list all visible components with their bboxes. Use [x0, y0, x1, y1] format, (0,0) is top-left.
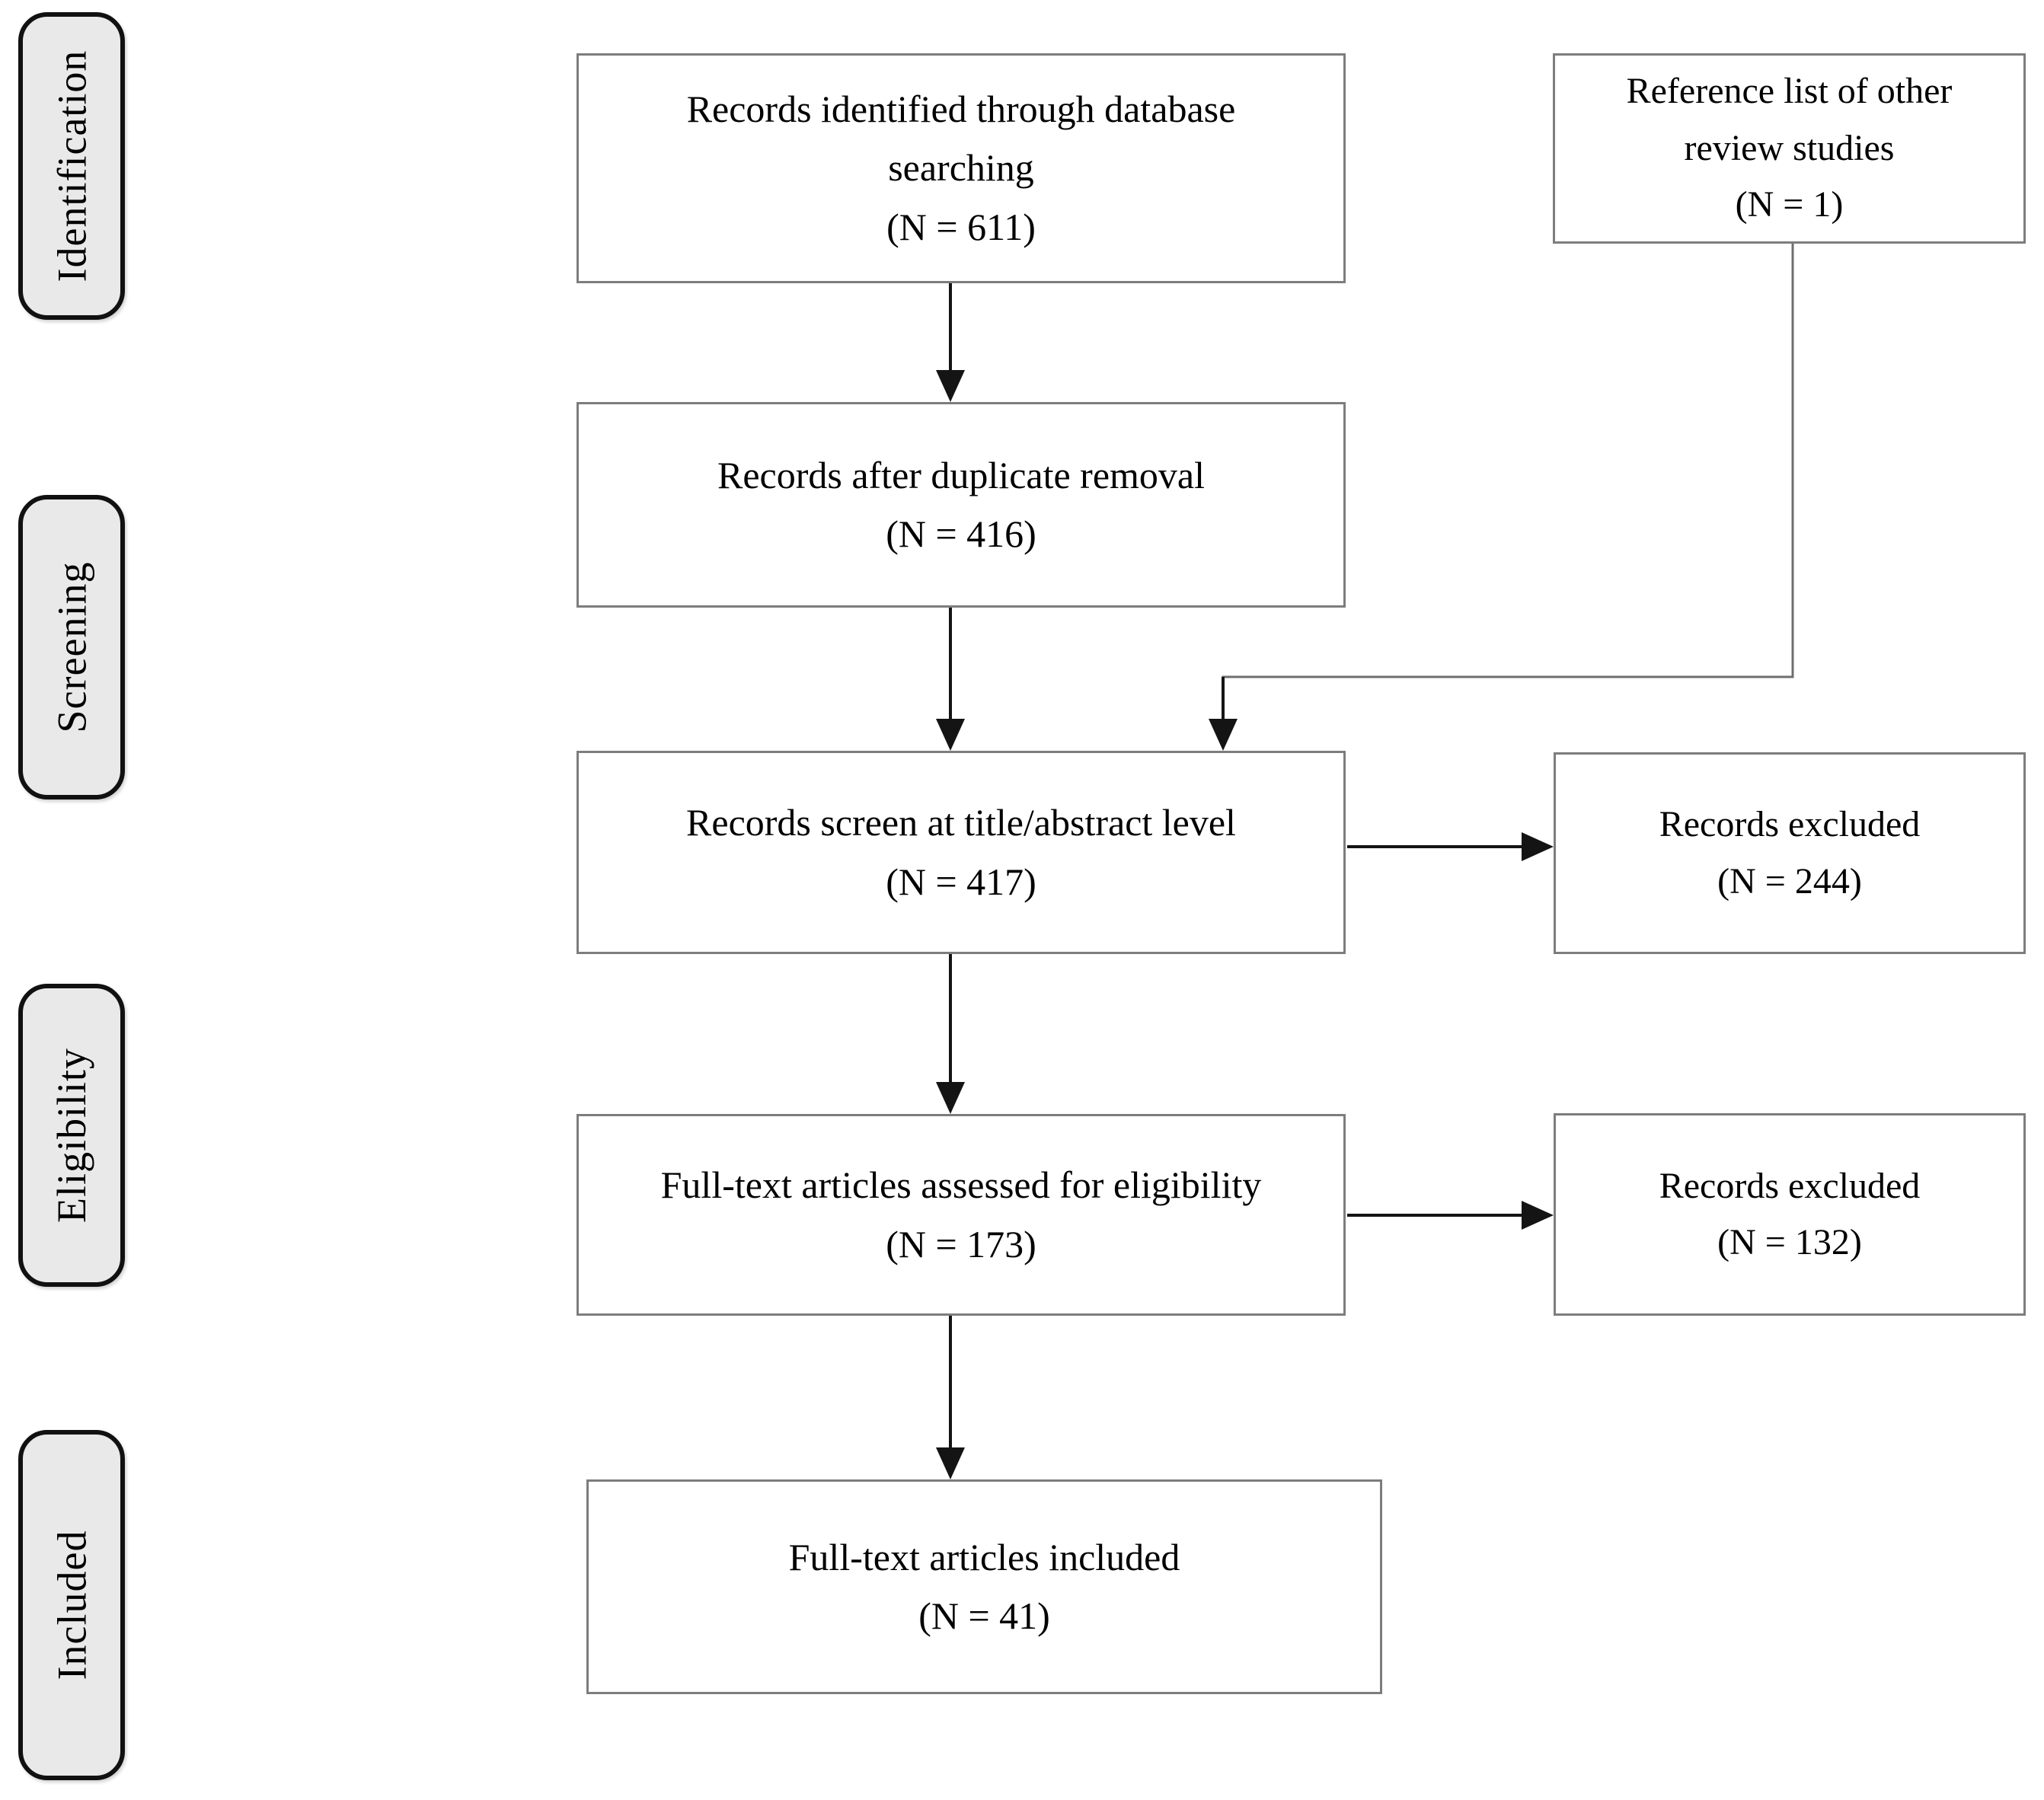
arrow-identified-to-deduplicated [936, 283, 965, 402]
arrow-screened-to-fulltext [936, 954, 965, 1114]
box-count: (N = 132) [1717, 1222, 1862, 1262]
box-line: review studies [1684, 127, 1895, 168]
box-line: searching [888, 146, 1034, 190]
box-line: Records excluded [1659, 1165, 1921, 1206]
box-line: Full-text articles included [788, 1535, 1180, 1578]
stage-label-identification: Identification [18, 12, 125, 320]
box-line: Full-text articles assessed for eligibil… [660, 1163, 1262, 1206]
box-count: (N = 611) [886, 205, 1036, 248]
box-count: (N = 244) [1717, 860, 1862, 902]
box-count: (N = 41) [918, 1594, 1050, 1637]
stage-label-screening: Screening [18, 495, 125, 799]
arrow-deduplicated-to-screened [936, 608, 965, 751]
box-line: Reference list of other [1626, 71, 1953, 112]
box-line: Records identified through database [686, 87, 1236, 130]
box-records-identified: Records identified through database sear… [576, 53, 1346, 283]
box-fulltext-included: Full-text articles included (N = 41) [586, 1479, 1382, 1694]
stage-label-eligibility: Eligibility [18, 984, 125, 1287]
box-reference-list: Reference list of other review studies (… [1553, 53, 2026, 244]
arrow-fulltext-to-excluded [1347, 1201, 1554, 1230]
stage-label-text: Identification [49, 49, 95, 282]
stage-label-included: Included [18, 1430, 125, 1780]
box-count: (N = 1) [1735, 184, 1844, 225]
box-line: Records screen at title/abstract level [686, 801, 1236, 844]
box-count: (N = 173) [886, 1222, 1036, 1265]
box-fulltext-assessed: Full-text articles assessed for eligibil… [576, 1114, 1346, 1316]
box-count: (N = 417) [886, 860, 1036, 903]
box-line: Records after duplicate removal [717, 453, 1205, 496]
box-excluded-eligibility: Records excluded (N = 132) [1554, 1113, 2026, 1316]
arrow-fulltext-to-included [936, 1316, 965, 1479]
box-records-deduplicated: Records after duplicate removal (N = 416… [576, 402, 1346, 608]
box-excluded-screening: Records excluded (N = 244) [1554, 752, 2026, 954]
arrow-reference-to-screened-head [1209, 719, 1238, 751]
box-records-screened: Records screen at title/abstract level (… [576, 751, 1346, 954]
box-line: Records excluded [1659, 804, 1921, 845]
connector-reference-to-screened [1209, 242, 1794, 751]
arrow-screened-to-excluded [1347, 832, 1554, 861]
stage-label-text: Included [49, 1530, 95, 1680]
stage-label-text: Eligibility [49, 1047, 95, 1224]
stage-label-text: Screening [49, 561, 95, 733]
box-count: (N = 416) [886, 512, 1036, 555]
